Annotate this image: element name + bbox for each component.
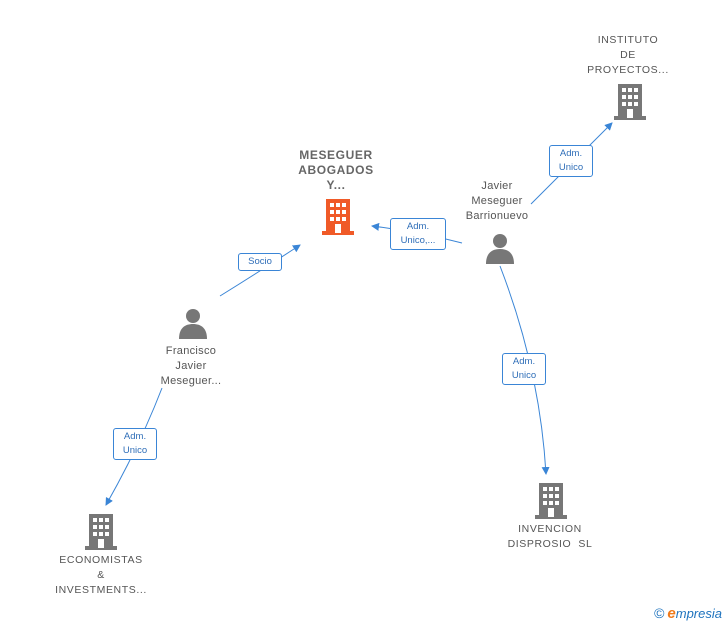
brand-name: mpresia	[675, 606, 722, 621]
company-label-meseguer: MESEGUER ABOGADOS Y...	[298, 148, 374, 192]
person-icon[interactable]	[484, 232, 516, 264]
company-label-economistas: ECONOMISTAS & INVESTMENTS...	[55, 554, 147, 596]
edge-label-javier-invencion[interactable]: Adm. Unico	[502, 353, 546, 385]
building-icon[interactable]	[85, 514, 117, 550]
company-label-invencion: INVENCION DISPROSIO SL	[507, 523, 593, 550]
edge-label-javier-meseguer[interactable]: Adm. Unico,...	[390, 218, 446, 250]
copyright-icon: ©	[654, 605, 665, 621]
edge-label-francisco-meseguer[interactable]: Socio	[238, 253, 282, 271]
building-icon[interactable]	[535, 483, 567, 519]
person-label-francisco: Francisco Javier Meseguer...	[160, 345, 222, 387]
edge-label-francisco-economistas[interactable]: Adm. Unico	[113, 428, 157, 460]
brand-initial: e	[667, 605, 676, 622]
building-icon[interactable]	[322, 199, 354, 235]
building-icon[interactable]	[614, 84, 646, 120]
company-label-instituto: INSTITUTO DE PROYECTOS...	[587, 34, 669, 76]
edge-label-javier-instituto[interactable]: Adm. Unico	[549, 145, 593, 177]
person-icon[interactable]	[177, 307, 209, 339]
brand-footer: ©empresia	[654, 605, 722, 622]
person-label-javier: Javier Meseguer Barrionuevo	[465, 180, 529, 222]
